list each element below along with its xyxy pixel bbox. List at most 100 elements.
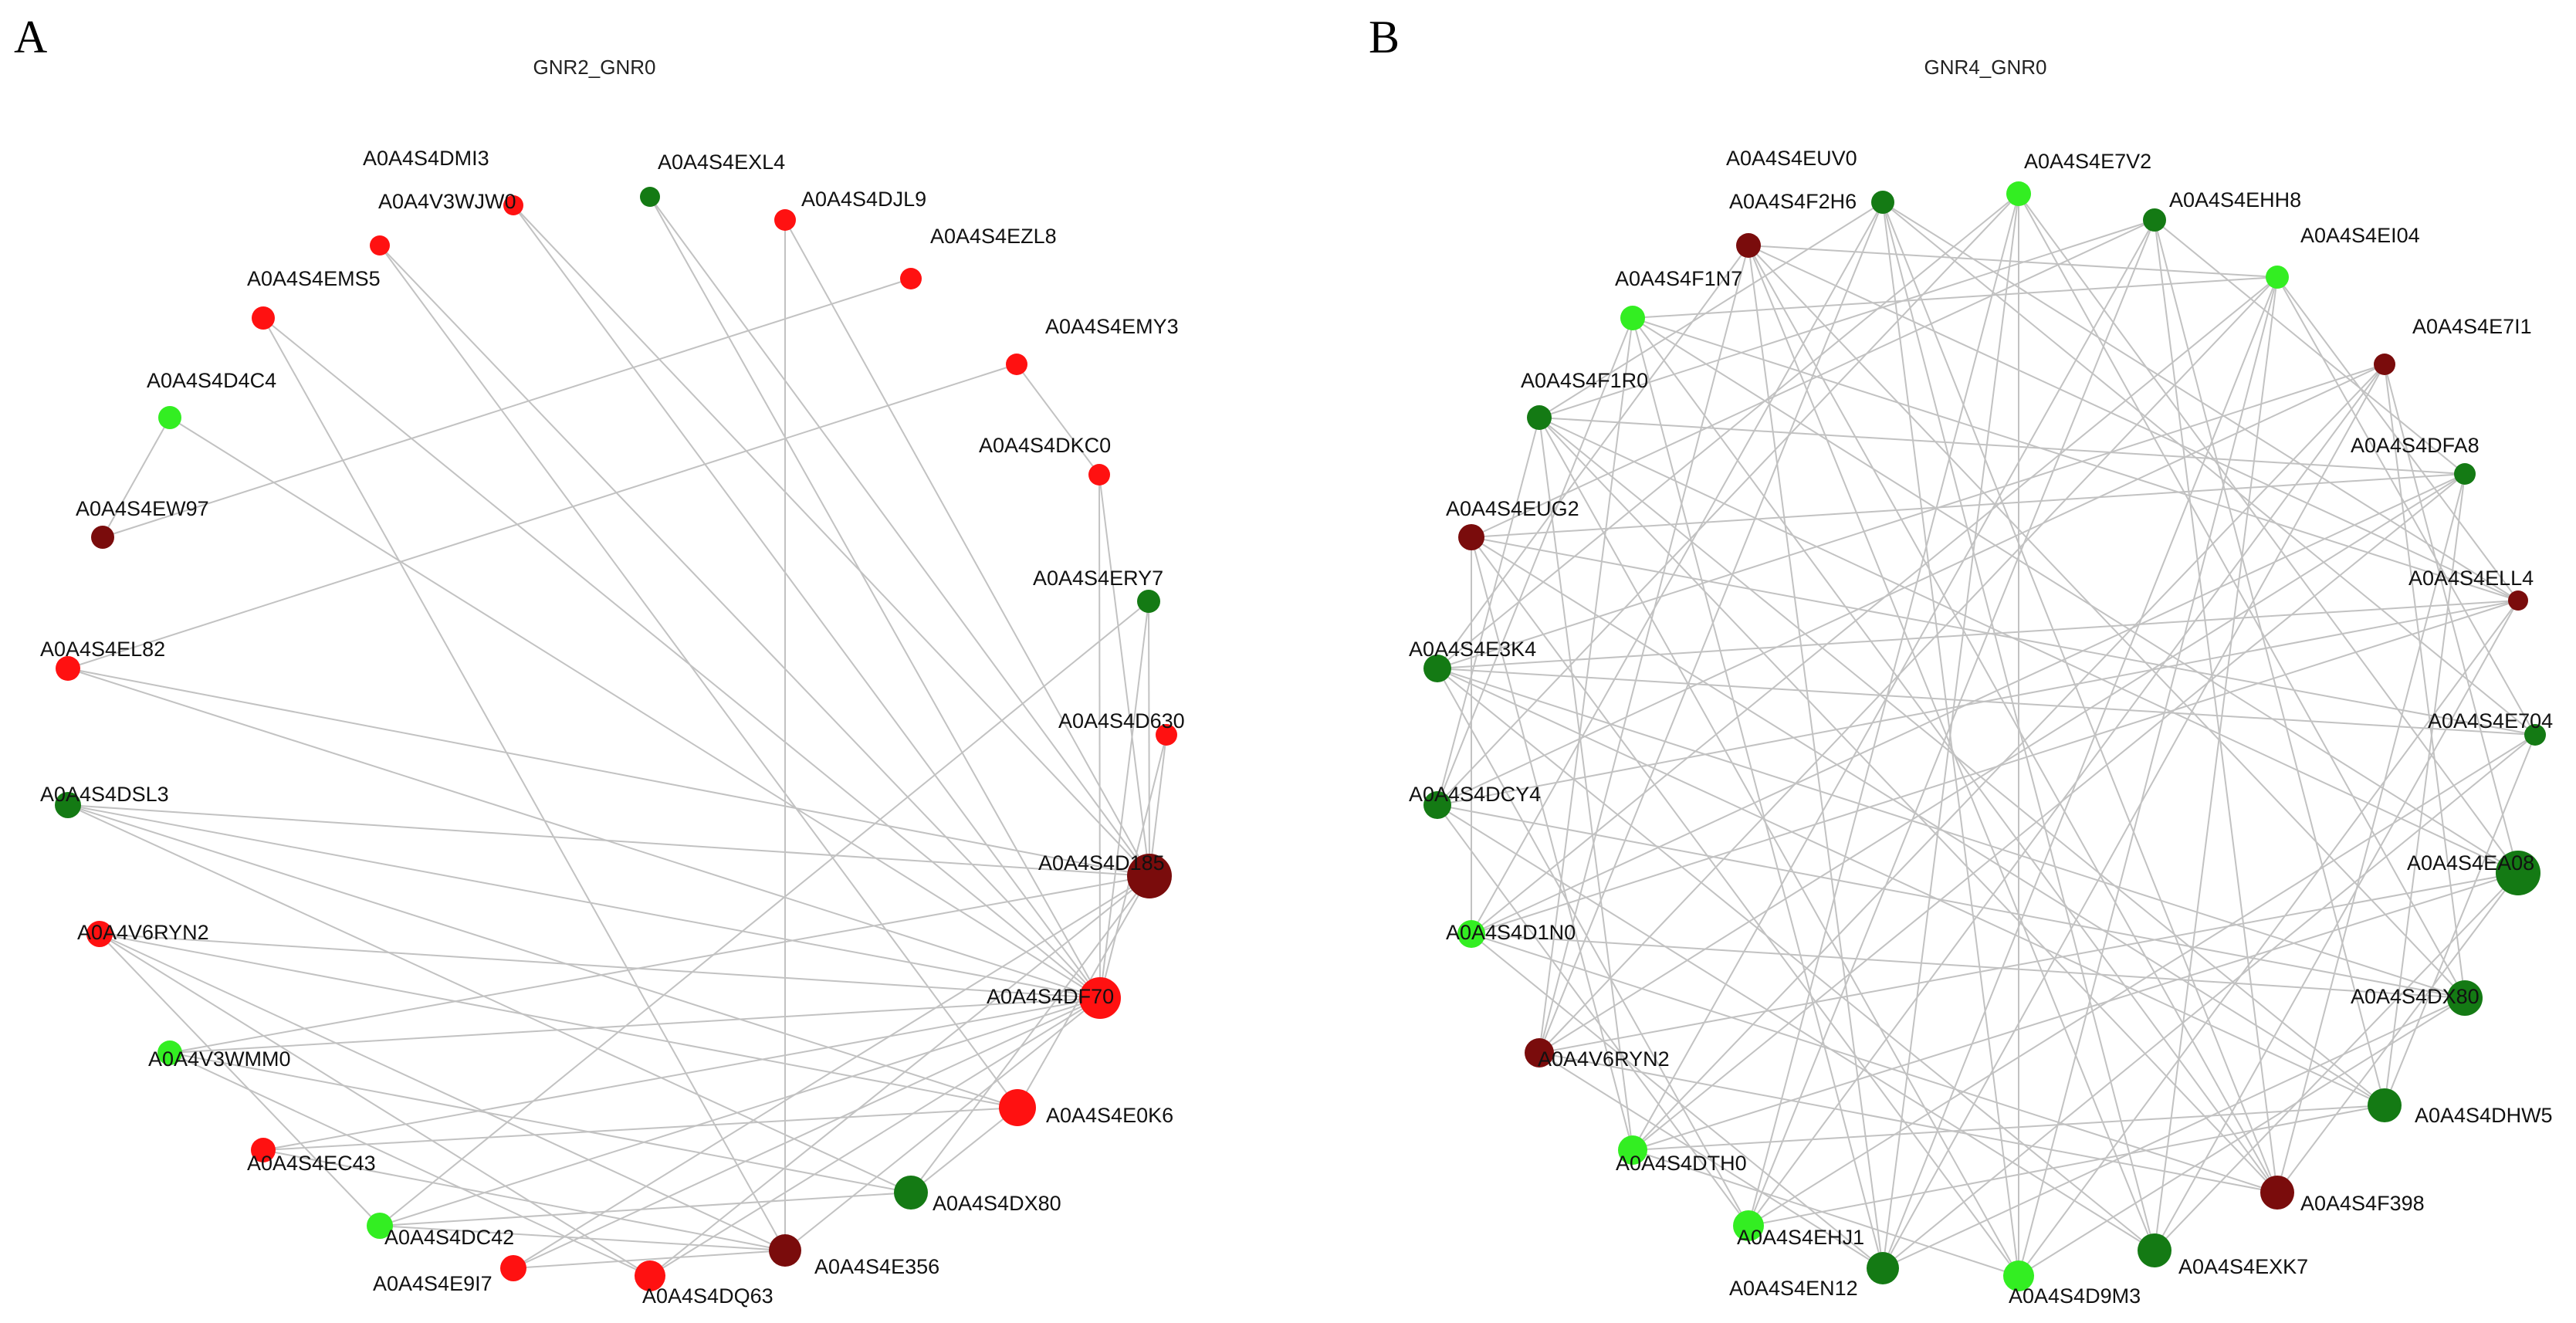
network-edge [2276,473,2466,1193]
node-label-a0a4s4e9i7: A0A4S4E9I7 [373,1272,493,1295]
network-node-a0a4s4dhw5 [2368,1088,2402,1122]
network-node-a0a4s4d630 [1156,724,1177,746]
network-edge [1437,668,2385,1106]
network-edge [67,804,1018,1108]
network-edge [262,317,786,1251]
network-edge [1437,245,1749,669]
node-label-a0a4s4e356: A0A4S4E356 [814,1255,939,1278]
network-edge [1632,276,2278,319]
network-edge [784,997,1101,1251]
network-edge [1471,473,2466,538]
network-edge [2276,276,2519,601]
network-edge [1538,276,2278,1054]
node-label-a0a4v6ryn2: A0A4V6RYN2 [77,921,209,944]
panel-letter-a: A [14,12,47,63]
network-edge [379,601,1149,1227]
network-edge [1098,474,1101,999]
network-node-a0a4s4dsl3 [55,792,81,818]
network-edge [1748,219,2155,1227]
network-node-a0a4v6ryn2 [1525,1038,1554,1068]
network-edge [1437,317,1633,806]
network-edge [169,1052,651,1277]
network-edge [379,245,1018,1108]
network-node-a0a4s4d9m3 [2003,1260,2034,1291]
network-edge [1471,600,2519,935]
network-edge [99,933,381,1227]
network-edge [1882,201,2019,1277]
network-edge [67,804,912,1193]
node-label-a0a4s4ezl8: A0A4S4EZL8 [930,225,1057,248]
node-label-a0a4s4dsl3: A0A4S4DSL3 [40,783,169,806]
node-label-a0a4s4dfa8: A0A4S4DFA8 [2351,434,2480,457]
network-edge [2018,997,2466,1277]
network-edge [2384,364,2519,874]
network-edge [1748,245,2466,999]
node-label-a0a4s4en12: A0A4S4EN12 [1729,1277,1858,1300]
network-edge [1748,245,2278,278]
network-edge [513,997,1101,1269]
node-label-a0a4s4ec43: A0A4S4EC43 [247,1152,376,1175]
network-edge [1437,193,2019,806]
network-edge [1471,933,2278,1193]
network-edge [1538,417,2019,1277]
network-edge [1882,201,2519,601]
network-node-a0a4s4en12 [1867,1252,1899,1284]
network-node-a0a4s4exl4 [640,187,660,207]
network-edge [1632,219,2155,1151]
network-edge [1471,201,1884,935]
network-node-a0a4s4ec43 [251,1138,276,1162]
network-edge [2384,734,2536,1106]
network-edge [379,1225,786,1251]
network-edge [67,804,1101,999]
network-edge [2018,193,2519,874]
network-edge [1748,734,2536,1227]
node-label-a0a4s4ell4: A0A4S4ELL4 [2408,567,2534,590]
node-label-a0a4s4eug2: A0A4S4EUG2 [1446,497,1579,520]
panel-title-b: GNR4_GNR0 [1924,56,2047,79]
network-edge [1748,245,2519,601]
network-edge [2154,219,2385,1106]
network-node-a0a4s4df70 [1079,977,1121,1019]
node-label-a0a4s4emy3: A0A4S4EMY3 [1045,315,1179,338]
network-node-a0a4s4ehh8 [2143,208,2166,232]
network-edge [1538,317,1633,1054]
network-edge [1538,219,2155,418]
node-label-a0a4s4djl9: A0A4S4DJL9 [801,188,926,211]
network-edge [379,245,1101,999]
network-edge [1748,1105,2385,1227]
network-node-a0a4s4eug2 [1458,524,1484,550]
network-edge [1538,201,1884,1054]
network-node-a0a4s4e7i1 [2374,354,2395,375]
network-edge [2154,276,2278,1251]
node-label-a0a4s4dcy4: A0A4S4DCY4 [1409,783,1541,806]
network-edge [1471,933,1884,1269]
network-node-a0a4s4e704 [2524,724,2546,746]
network-edge [2018,600,2519,1277]
network-node-a0a4s4ell4 [2508,590,2528,611]
network-edge [1437,668,2536,736]
network-node-a0a4v6ryn2 [86,921,113,947]
node-label-a0a4s4d9m3: A0A4S4D9M3 [2009,1284,2141,1308]
network-edge [1538,417,2466,475]
network-node-a0a4v3wjw0 [503,195,523,215]
network-edge [1437,417,1540,806]
network-node-a0a4s4ezl8 [900,268,922,289]
network-edge [99,933,651,1277]
network-edge [1632,317,2519,601]
network-node-a0a4s4dc42 [367,1213,393,1239]
network-node-a0a4s4dfa8 [2454,463,2476,485]
network-edge [649,997,1101,1277]
network-node-a0a4s4el82 [56,656,80,681]
network-edge [262,1107,1018,1151]
network-node-a0a4s4emy3 [1006,354,1027,375]
network-edge [1016,364,1100,475]
network-node-a0a4s4dkc0 [1088,464,1110,486]
network-edge [1632,317,1884,1269]
network-node-a0a4s4dq63 [635,1260,665,1291]
network-edge [1538,473,2466,1054]
network-node-a0a4s4e3k4 [1423,655,1451,682]
node-label-a0a4s4exl4: A0A4S4EXL4 [658,151,785,174]
network-edge [1538,417,1633,1151]
